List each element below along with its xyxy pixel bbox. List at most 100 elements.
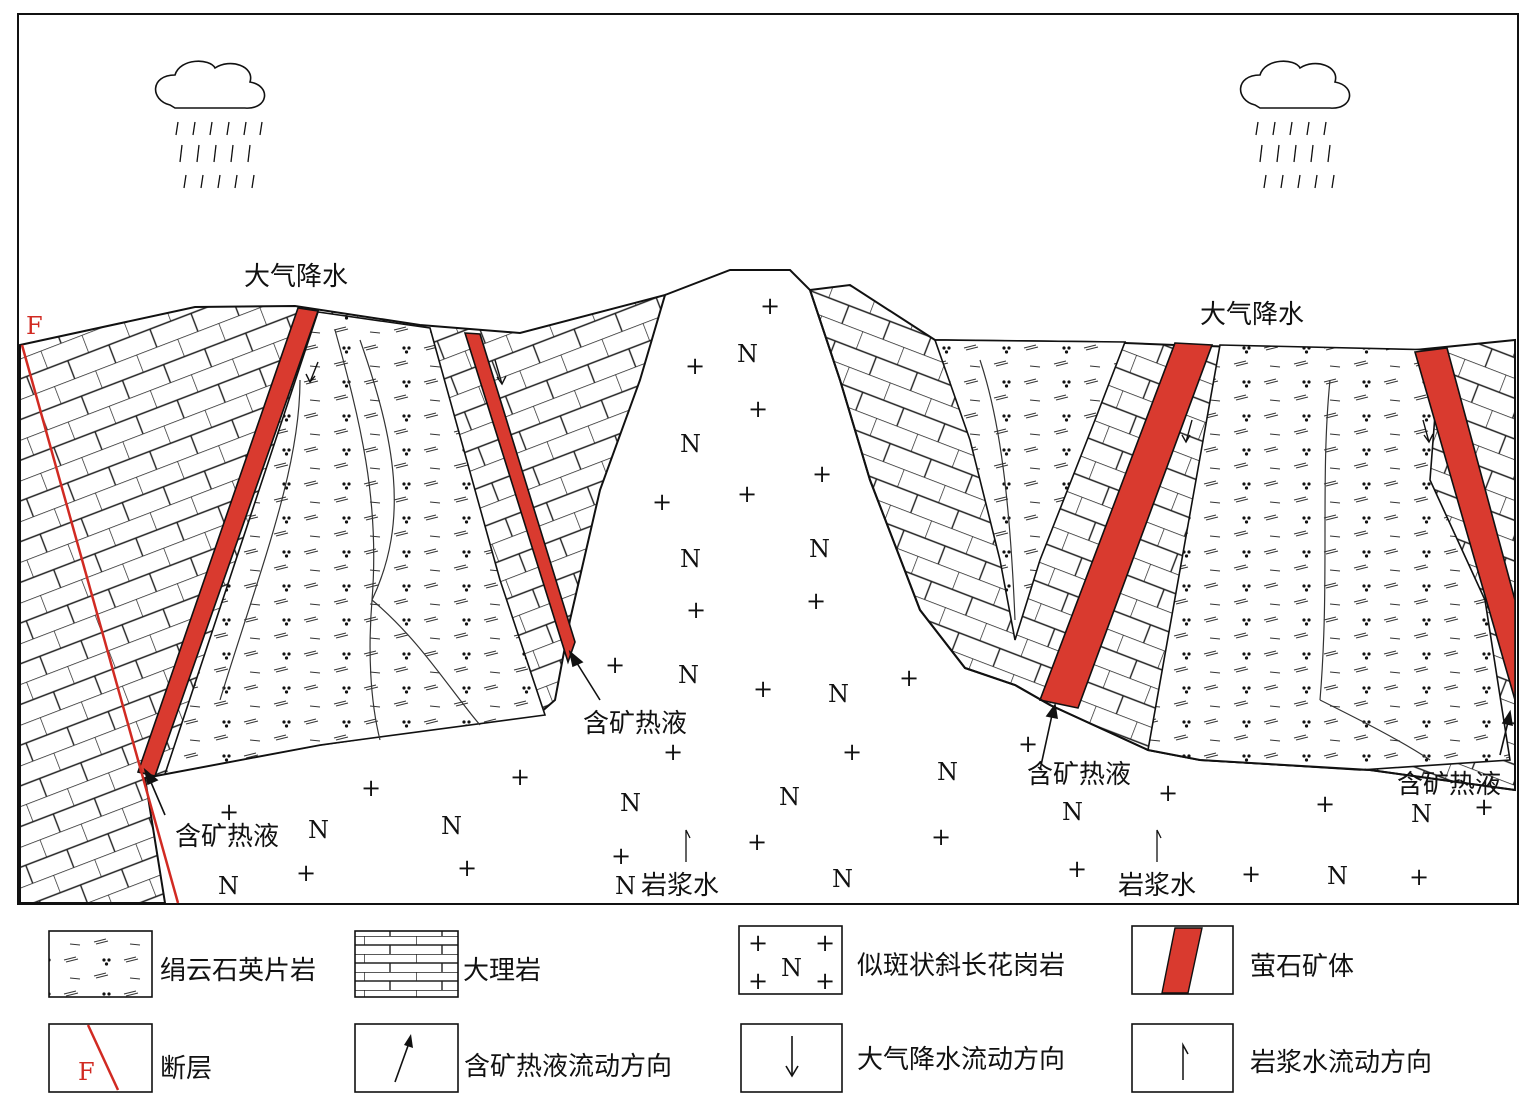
label-ore-fluid-4: 含矿热液 <box>1397 770 1501 800</box>
ore-fluid-arrow-head <box>404 1034 413 1048</box>
meteoric-flow-arrows <box>305 359 1434 444</box>
granite-n: N <box>1327 862 1348 890</box>
marble-swatch <box>354 930 459 998</box>
fold-line <box>334 329 381 741</box>
granite-plus: + <box>652 488 672 516</box>
granite-plus: + <box>760 292 780 320</box>
granite-plus: + <box>1241 860 1261 888</box>
legend-label-ore-fluid-flow: 含矿热液流动方向 <box>464 1052 672 1082</box>
legend: 绢云石英片岩 大理岩 + + N + + 似斑状斜长花岗岩 萤石矿体 F 断层 … <box>48 925 1432 1093</box>
label-ore-fluid-1: 含矿热液 <box>583 709 687 739</box>
legend-label-orebody: 萤石矿体 <box>1250 952 1354 982</box>
legend-granite-n: N <box>781 954 802 982</box>
granite-plus: + <box>806 587 826 615</box>
meteoric-water-arrow <box>785 1036 799 1078</box>
ore-body-left-1 <box>136 307 320 777</box>
granite-plus: + <box>1474 793 1494 821</box>
porphyritic-plagiogranite-swatch <box>738 925 843 995</box>
granite-plus: + <box>899 664 919 692</box>
schist-left <box>163 311 547 776</box>
fold-line <box>1319 379 1431 761</box>
fold-line <box>979 359 1016 621</box>
fault-swatch <box>48 1023 153 1093</box>
granite-n: N <box>218 872 239 900</box>
granite-plus: + <box>685 352 705 380</box>
granite-n: N <box>779 783 800 811</box>
ore-fluid-arrow-swatch <box>354 1023 459 1093</box>
label-magmatic-water-1: 岩浆水 <box>641 871 719 901</box>
legend-label-marble: 大理岩 <box>463 956 541 986</box>
granite-plus: + <box>1067 855 1087 883</box>
legend-fault-line <box>86 1024 120 1091</box>
granite-n: N <box>1411 800 1432 828</box>
label-magmatic-water-2: 岩浆水 <box>1118 871 1196 901</box>
legend-label-schist: 绢云石英片岩 <box>160 956 316 986</box>
granite-plus: + <box>931 823 951 851</box>
magmatic-water-arrow-swatch <box>1131 1023 1234 1093</box>
granite-contact <box>664 269 1516 791</box>
granite-n: N <box>737 340 758 368</box>
granite-plus: + <box>296 859 316 887</box>
granite-n: N <box>680 545 701 573</box>
granite-plus: + <box>219 798 239 826</box>
granite-n: N <box>620 789 641 817</box>
legend-granite-plus: + <box>815 929 835 957</box>
cloud-rain-left-icon <box>154 60 266 189</box>
granite-plus: + <box>686 596 706 624</box>
legend-granite-plus: + <box>815 967 835 995</box>
magmatic-flow-arrows <box>685 829 1162 862</box>
label-ore-fluid-3: 含矿热液 <box>1027 760 1131 790</box>
label-meteoric-water-right: 大气降水 <box>1200 300 1304 330</box>
granite-plus: + <box>611 842 631 870</box>
granite-plus: + <box>663 738 683 766</box>
granite-n: N <box>1062 798 1083 826</box>
legend-label-meteoric-flow: 大气降水流动方向 <box>857 1045 1065 1075</box>
granite-symbols: + N + + N + + + N N + + + N + + N + + + … <box>218 292 1494 900</box>
granite-plus: + <box>747 828 767 856</box>
fold-line <box>219 379 301 701</box>
granite-plus: + <box>361 774 381 802</box>
ore-body-left-2 <box>463 332 576 665</box>
ore-fluid-arrows <box>143 649 1513 816</box>
granite-plus: + <box>748 395 768 423</box>
granite-plus: + <box>812 460 832 488</box>
granite-plus: + <box>1409 863 1429 891</box>
granite-plus: + <box>1158 779 1178 807</box>
fault-label: F <box>26 312 43 340</box>
granite-n: N <box>937 758 958 786</box>
granite-n: N <box>809 535 830 563</box>
legend-granite-plus: + <box>748 929 768 957</box>
fold-line <box>359 339 481 726</box>
granite-n: N <box>680 430 701 458</box>
cloud-rain-right-icon <box>1239 60 1351 189</box>
granite-n: N <box>678 661 699 689</box>
granite-plus: + <box>842 738 862 766</box>
granite-plus: + <box>737 480 757 508</box>
schist-right-wedge <box>933 339 1127 641</box>
granite-plus: + <box>605 651 625 679</box>
granite-n: N <box>832 865 853 893</box>
granite-n: N <box>615 872 636 900</box>
legend-granite-plus: + <box>748 967 768 995</box>
legend-label-granite: 似斑状斜长花岗岩 <box>857 951 1065 981</box>
label-meteoric-water-left: 大气降水 <box>244 262 348 292</box>
legend-ore-mark <box>1161 927 1203 994</box>
granite-n: N <box>828 680 849 708</box>
legend-label-magmatic-flow: 岩浆水流动方向 <box>1250 1048 1432 1078</box>
magmatic-water-arrow <box>1182 1042 1189 1080</box>
granite-n: N <box>441 812 462 840</box>
granite-plus: + <box>1315 790 1335 818</box>
legend-label-fault: 断层 <box>160 1054 212 1084</box>
sericite-quartz-schist-swatch <box>48 930 153 998</box>
granite-plus: + <box>510 763 530 791</box>
ore-fluid-arrow <box>394 1042 410 1083</box>
granite-plus: + <box>753 675 773 703</box>
ore-body-right-1 <box>1038 342 1214 709</box>
label-ore-fluid-2: 含矿热液 <box>175 822 279 852</box>
ore-body-right-2 <box>1413 347 1516 701</box>
granite-n: N <box>308 816 329 844</box>
granite-plus: + <box>1018 730 1038 758</box>
legend-fault-f: F <box>78 1058 95 1086</box>
